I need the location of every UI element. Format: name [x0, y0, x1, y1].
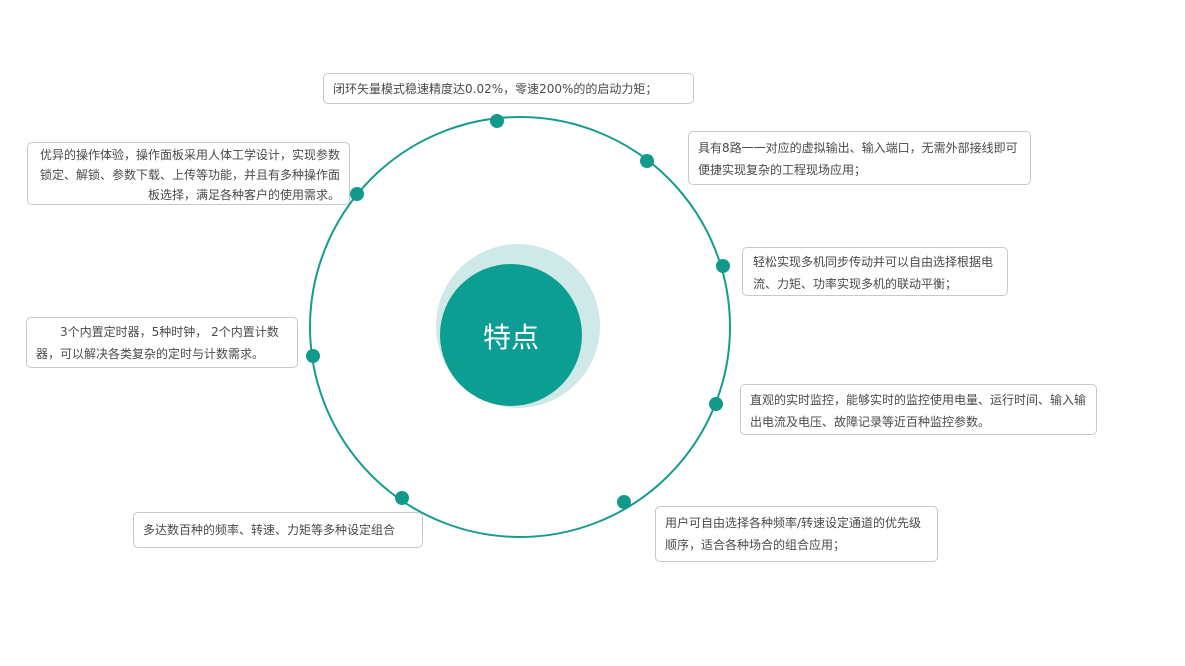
ring-dot — [617, 495, 631, 509]
feature-text: 轻松实现多机同步传动并可以自由选择根据电流、力矩、功率实现多机的联动平衡； — [753, 255, 994, 291]
feature-text: 闭环矢量模式稳速精度达0.02%，零速200%的的启动力矩； — [333, 82, 658, 96]
feature-text: 具有8路一一对应的虚拟输出、输入端口，无需外部接线即可便捷实现复杂的工程现场应用… — [698, 141, 1018, 177]
feature-box-channel-priority: 用户可自由选择各种频率/转速设定通道的优先级顺序，适合各种场合的组合应用； — [655, 506, 938, 562]
feature-box-realtime-monitor: 直观的实时监控，能够实时的监控使用电量、运行时间、输入输出电流及电压、故障记录等… — [740, 384, 1097, 435]
ring-dot — [709, 397, 723, 411]
ring-dot — [640, 154, 654, 168]
feature-text: 多达数百种的频率、转速、力矩等多种设定组合 — [143, 523, 396, 537]
ring-dot — [716, 259, 730, 273]
feature-box-setting-combos: 多达数百种的频率、转速、力矩等多种设定组合 — [133, 512, 423, 548]
feature-box-vector-control: 闭环矢量模式稳速精度达0.02%，零速200%的的启动力矩； — [323, 73, 694, 104]
ring-dot — [395, 491, 409, 505]
center-title: 特点 — [482, 321, 539, 354]
outer-ring — [309, 116, 731, 538]
feature-box-operation-panel: 优异的操作体验，操作面板采用人体工学设计，实现参数锁定、解锁、参数下载、上传等功… — [27, 142, 350, 205]
feature-text: 优异的操作体验，操作面板采用人体工学设计，实现参数锁定、解锁、参数下载、上传等功… — [39, 148, 340, 202]
center-circle — [440, 264, 582, 406]
ring-dots — [306, 114, 730, 509]
feature-text: 3个内置定时器，5种时钟， 2个内置计数器，可以解决各类复杂的定时与计数需求。 — [36, 325, 279, 361]
ring-dot — [350, 187, 364, 201]
feature-box-timers-counters: 3个内置定时器，5种时钟， 2个内置计数器，可以解决各类复杂的定时与计数需求。 — [26, 317, 298, 368]
feature-box-multi-drive: 轻松实现多机同步传动并可以自由选择根据电流、力矩、功率实现多机的联动平衡； — [742, 247, 1008, 296]
feature-text: 直观的实时监控，能够实时的监控使用电量、运行时间、输入输出电流及电压、故障记录等… — [750, 393, 1087, 429]
ring-dot — [306, 349, 320, 363]
feature-box-virtual-io: 具有8路一一对应的虚拟输出、输入端口，无需外部接线即可便捷实现复杂的工程现场应用… — [688, 131, 1031, 185]
ring-dot — [490, 114, 504, 128]
feature-text: 用户可自由选择各种频率/转速设定通道的优先级顺序，适合各种场合的组合应用； — [665, 516, 922, 552]
